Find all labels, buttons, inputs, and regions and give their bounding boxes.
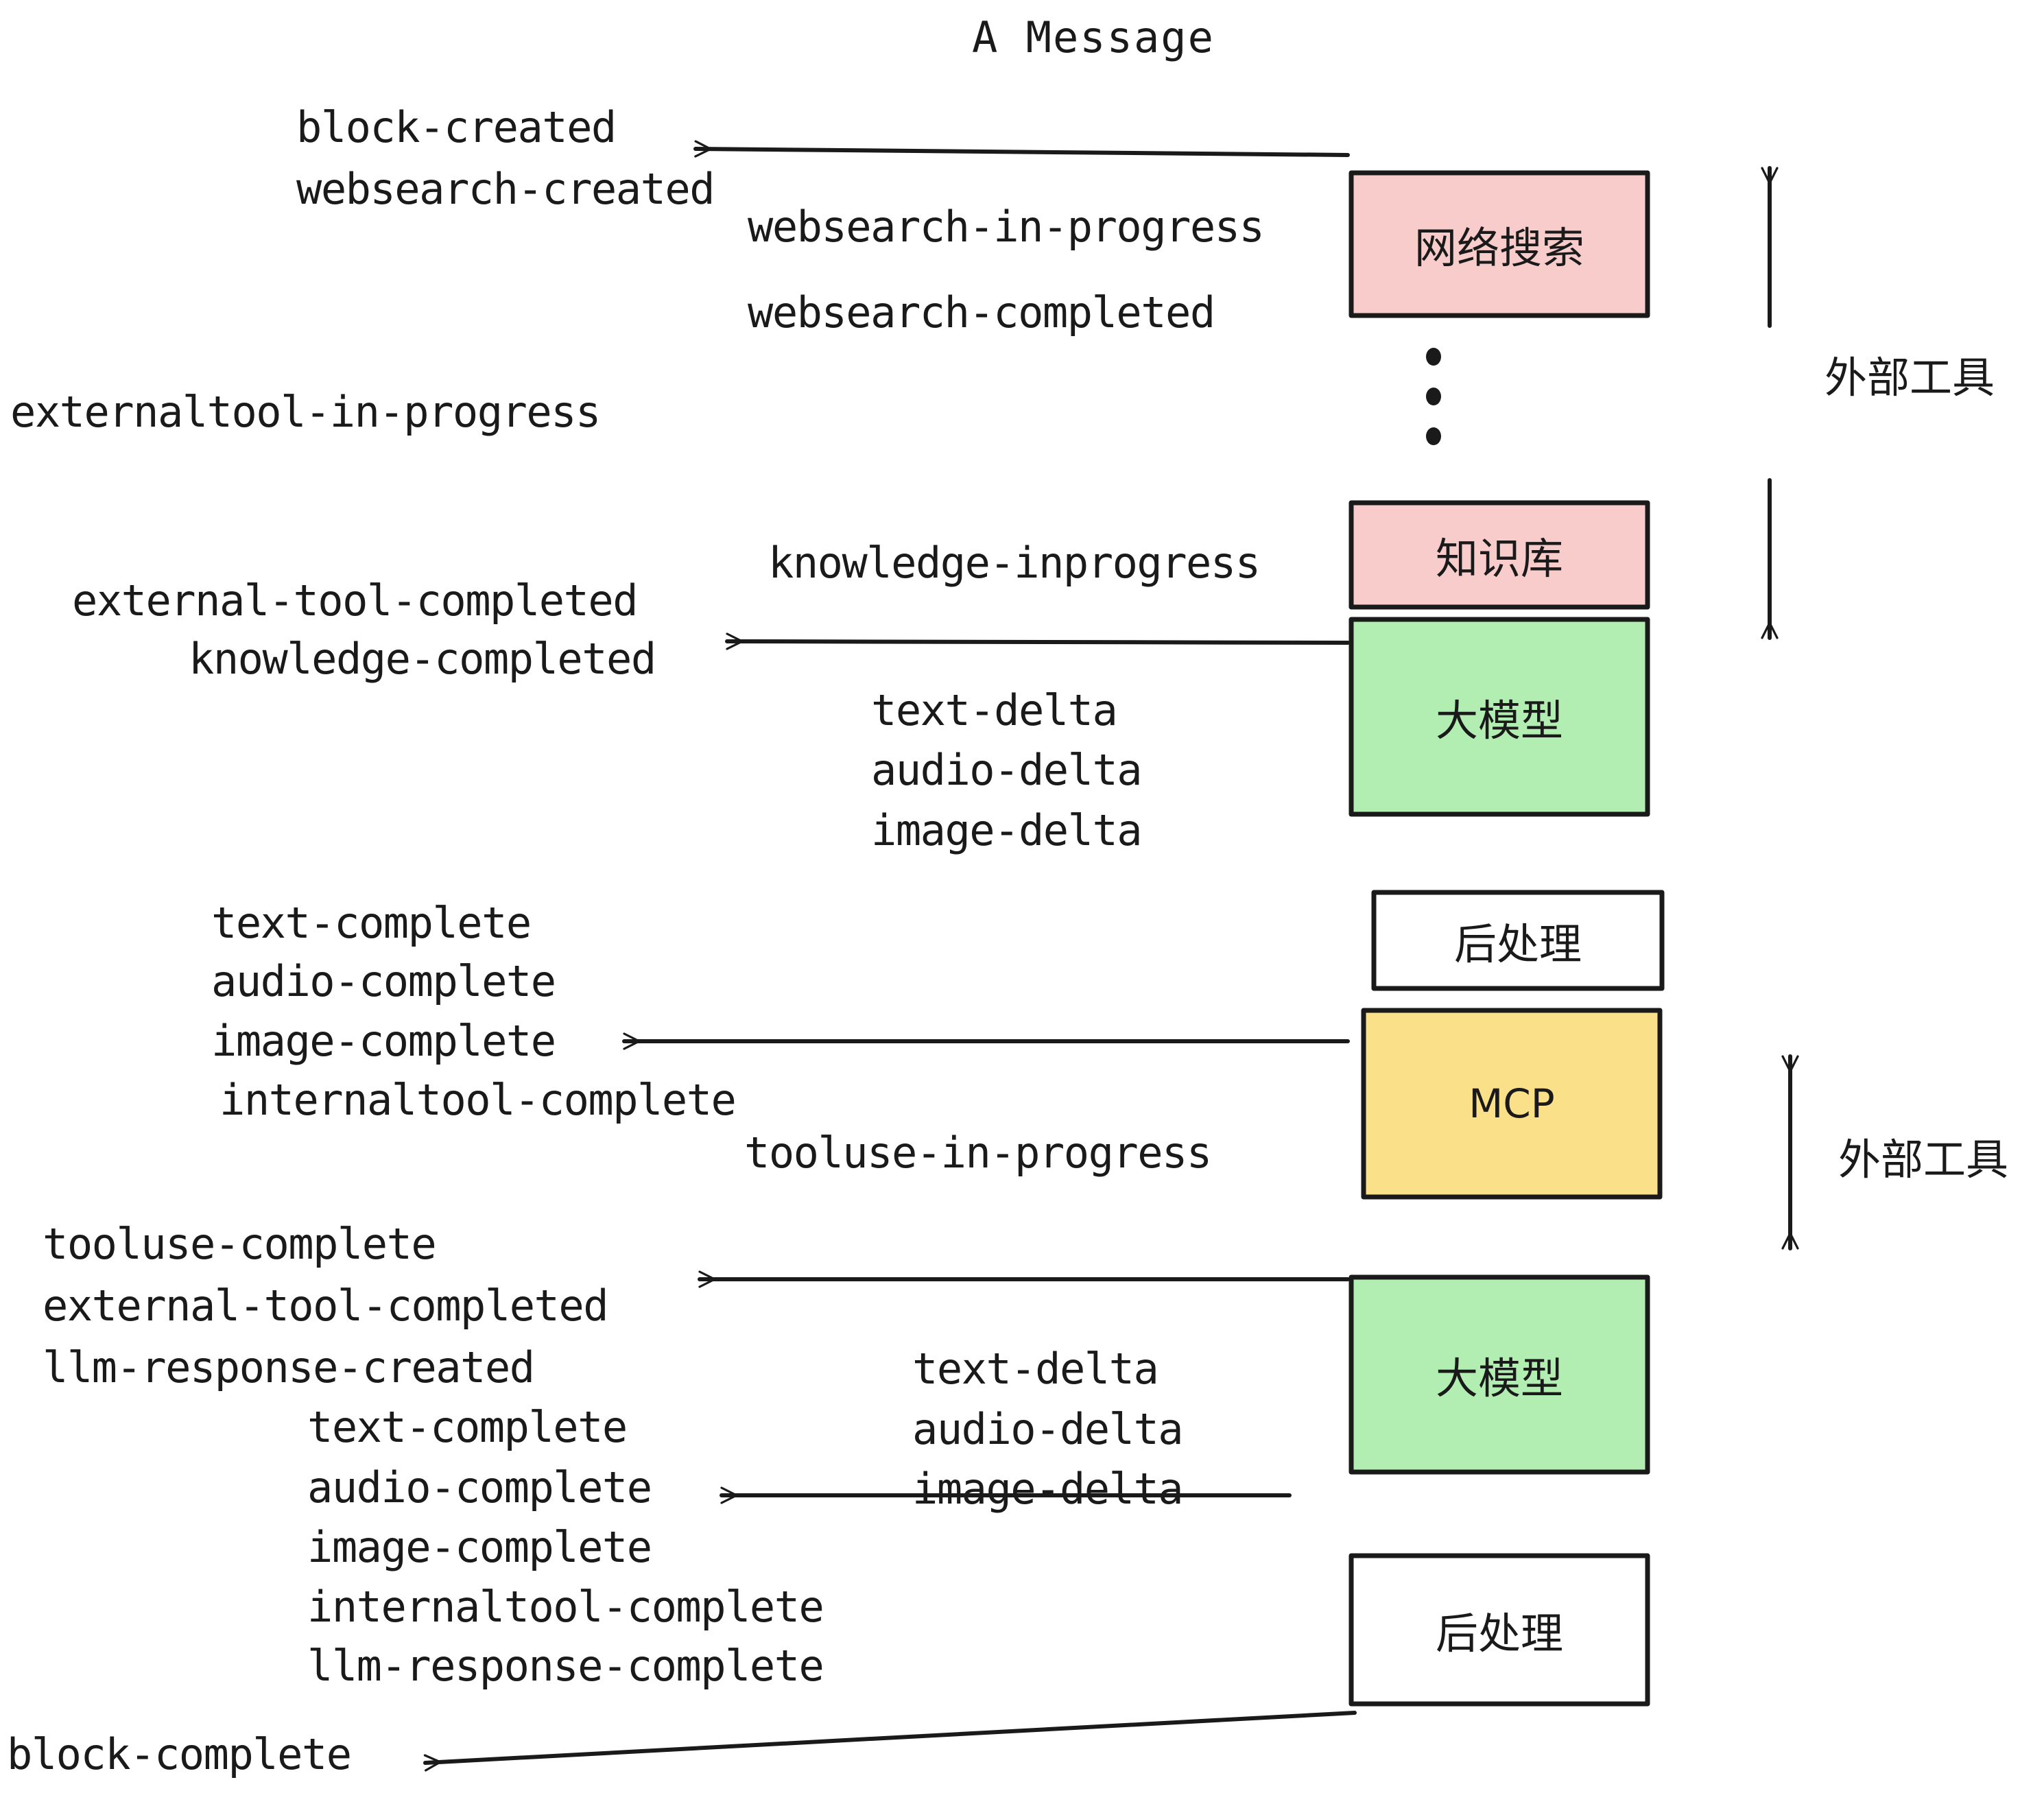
ellipsis-dot	[1426, 388, 1441, 405]
event-label: knowledge-completed	[189, 634, 656, 684]
ellipsis-dot	[1426, 348, 1441, 366]
event-label: external-tool-completed	[72, 575, 639, 626]
event-label: text-delta	[912, 1344, 1159, 1394]
event-label: text-complete	[307, 1402, 628, 1452]
node-label-websearch: 网络搜索	[1414, 223, 1584, 273]
node-box-postprocess-1[interactable]	[1371, 890, 1665, 991]
node-box-llm-1[interactable]	[1348, 617, 1650, 817]
event-label: audio-complete	[307, 1462, 652, 1512]
event-label: websearch-completed	[748, 287, 1215, 337]
node-box-mcp[interactable]	[1361, 1008, 1663, 1200]
node-label-postprocess-1: 后处理	[1453, 919, 1582, 969]
node-boxes	[1348, 170, 1665, 1707]
arrow-block-created	[693, 140, 1350, 158]
node-label-llm-1: 大模型	[1435, 696, 1563, 746]
page-title: A Message	[972, 12, 1215, 62]
event-label: tooluse-complete	[43, 1219, 437, 1269]
event-label: tooluse-in-progress	[744, 1128, 1212, 1178]
ellipsis-dot	[1426, 427, 1441, 445]
node-label-knowledge: 知识库	[1435, 534, 1563, 584]
event-label: audio-delta	[912, 1404, 1184, 1454]
side-arrows	[1761, 166, 1799, 1250]
event-label: internaltool-complete	[219, 1075, 737, 1125]
arrow-block-complete	[423, 1711, 1357, 1772]
event-label: image-delta	[871, 805, 1143, 855]
node-box-postprocess-2[interactable]	[1348, 1553, 1650, 1707]
event-label: text-complete	[211, 898, 532, 948]
ellipsis-dots	[1426, 348, 1441, 445]
event-label: llm-response-complete	[307, 1641, 824, 1691]
node-label-postprocess-2: 后处理	[1435, 1609, 1563, 1659]
node-box-websearch[interactable]	[1348, 170, 1650, 318]
node-label-mcp: MCP	[1469, 1080, 1555, 1127]
flow-arrows	[423, 140, 1357, 1772]
event-label: audio-complete	[211, 956, 556, 1006]
event-label: text-delta	[871, 685, 1118, 735]
event-label: llm-response-created	[43, 1342, 535, 1392]
event-label: internaltool-complete	[307, 1582, 824, 1632]
event-label: block-created	[296, 102, 617, 152]
event-label: audio-delta	[871, 745, 1143, 795]
event-label: external-tool-completed	[43, 1281, 609, 1331]
event-label: block-complete	[7, 1729, 352, 1779]
event-label: image-complete	[307, 1522, 652, 1572]
event-label: image-delta	[912, 1464, 1184, 1514]
node-box-llm-2[interactable]	[1348, 1274, 1650, 1475]
side-label-external-tool-top: 外部工具	[1825, 353, 1995, 403]
node-box-knowledge[interactable]	[1348, 500, 1650, 610]
event-label: websearch-created	[296, 164, 715, 214]
arrow-knowledge-complete	[725, 632, 1350, 650]
event-label: websearch-in-progress	[748, 202, 1265, 252]
event-label: externaltool-in-progress	[10, 387, 601, 437]
event-label: image-complete	[211, 1016, 556, 1066]
side-label-external-tool-bottom: 外部工具	[1838, 1135, 2009, 1185]
event-label: knowledge-inprogress	[768, 538, 1261, 588]
node-label-llm-2: 大模型	[1435, 1353, 1563, 1403]
